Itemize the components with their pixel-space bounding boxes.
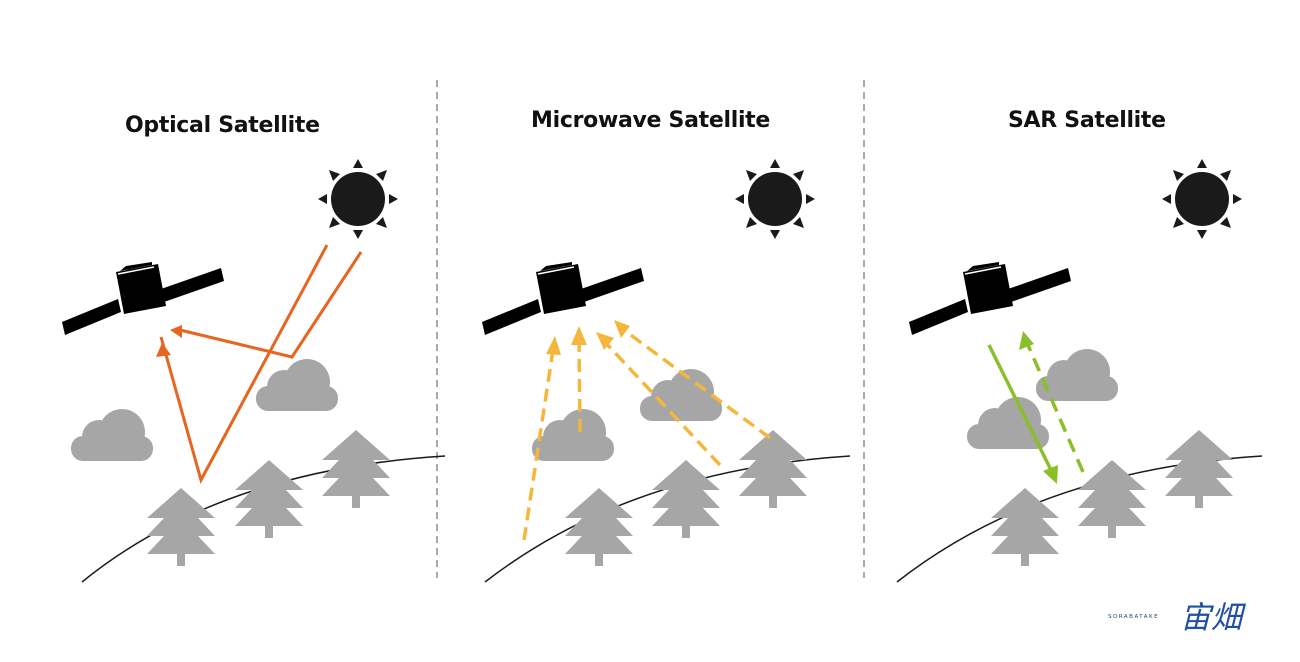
sar-radar-beams — [987, 344, 1085, 473]
tree-optical-2 — [235, 460, 303, 538]
ground-line-optical — [81, 455, 446, 583]
tree-sar-1 — [991, 488, 1059, 566]
cloud-microwave-2 — [640, 369, 722, 421]
tree-microwave-2 — [652, 460, 720, 538]
tree-microwave-3 — [739, 430, 807, 508]
panel-optical — [61, 159, 446, 583]
panel-microwave — [481, 159, 851, 583]
panel-title-microwave: Microwave Satellite — [531, 108, 771, 133]
panel-title-optical: Optical Satellite — [125, 113, 320, 138]
sar-receive-beam — [1026, 344, 1085, 473]
tree-sar-2 — [1078, 460, 1146, 538]
cloud-optical-2 — [256, 359, 338, 411]
cloud-sar-2 — [1036, 349, 1118, 401]
ground-line-microwave — [484, 455, 851, 583]
sun-icon-microwave — [735, 159, 815, 239]
sar-arrowheads — [1019, 331, 1058, 484]
tree-sar-3 — [1165, 430, 1233, 508]
tree-microwave-1 — [565, 488, 633, 566]
satellite-icon-sar — [908, 261, 1072, 336]
microwave-emission-beams — [522, 328, 772, 541]
tree-optical-1 — [147, 488, 215, 566]
panel-title-sar: SAR Satellite — [1008, 108, 1166, 133]
panel-sar — [896, 159, 1263, 583]
sorabatake-logo: SORABATAKE 宙畑 — [1108, 590, 1278, 638]
sun-icon-optical — [318, 159, 398, 239]
cloud-optical-1 — [71, 409, 153, 461]
microwave-arrowheads — [546, 320, 630, 355]
tree-optical-3 — [322, 430, 390, 508]
sun-icon-sar — [1162, 159, 1242, 239]
satellite-icon-optical — [61, 261, 225, 336]
logo-small-text: SORABATAKE — [1108, 614, 1160, 620]
sunlight-reflection-beams — [156, 244, 363, 484]
sar-transmit-beam — [987, 344, 1053, 471]
logo-big-text: 宙畑 — [1180, 600, 1242, 636]
